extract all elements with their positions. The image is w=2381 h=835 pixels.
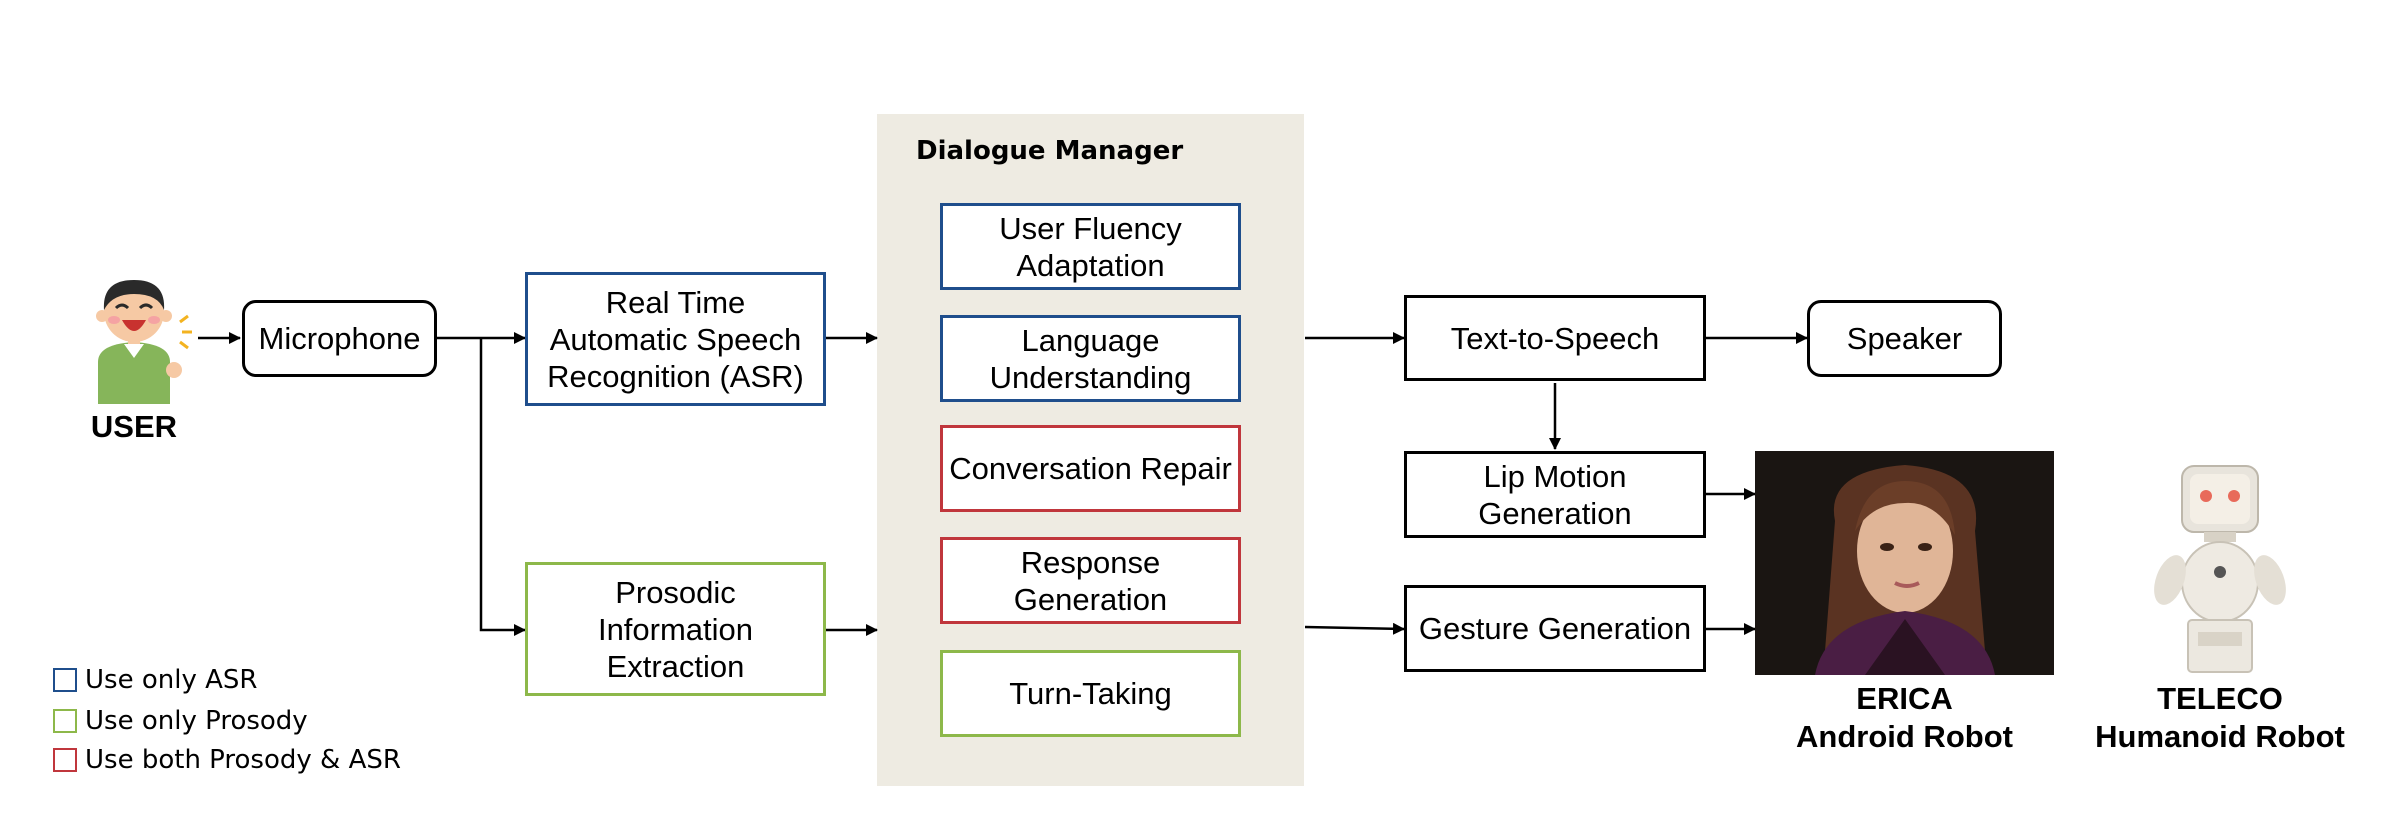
module-label: Response Generation: [1013, 544, 1168, 617]
module-label: Turn-Taking: [1009, 676, 1172, 711]
module-user-fluency-adaptation: User Fluency Adaptation: [940, 203, 1241, 290]
asr-box: Real Time Automatic Speech Recognition (…: [525, 272, 826, 406]
module-conversation-repair: Conversation Repair: [940, 425, 1241, 512]
legend-item-asr: Use only ASR: [53, 665, 257, 695]
legend-swatch-prosody: [53, 709, 77, 733]
erica-robot-photo: [1755, 451, 2054, 675]
arrow-dm-to-gesture: [1304, 622, 1405, 635]
legend-item-both: Use both Prosody & ASR: [53, 745, 401, 775]
speaker-label: Speaker: [1846, 321, 1963, 356]
legend-swatch-asr: [53, 668, 77, 692]
gesture-label: Gesture Generation: [1418, 611, 1692, 646]
module-response-generation: Response Generation: [940, 537, 1241, 624]
speaker-box: Speaker: [1807, 300, 2002, 377]
arrow-microphone-to-prosodic: [479, 338, 526, 636]
teleco-robot-image: [2154, 465, 2286, 673]
tts-box: Text-to-Speech: [1404, 295, 1706, 381]
legend-label: Use only Prosody: [85, 706, 308, 736]
lip-motion-label: Lip Motion Generation: [1478, 458, 1632, 531]
legend-label: Use both Prosody & ASR: [85, 745, 401, 775]
lip-motion-box: Lip Motion Generation: [1404, 451, 1706, 538]
module-label: Language Understanding: [989, 322, 1192, 395]
asr-label: Real Time Automatic Speech Recognition (…: [547, 284, 804, 394]
teleco-label: TELECO Humanoid Robot: [2095, 681, 2345, 754]
gesture-box: Gesture Generation: [1404, 585, 1706, 672]
tts-label: Text-to-Speech: [1450, 320, 1660, 356]
erica-label: ERICA Android Robot: [1796, 681, 2013, 754]
legend-swatch-both: [53, 748, 77, 772]
microphone-box: Microphone: [242, 300, 437, 377]
prosodic-box: Prosodic Information Extraction: [525, 562, 826, 696]
user-illustration: [96, 280, 192, 404]
module-turn-taking: Turn-Taking: [940, 650, 1241, 737]
module-label: Conversation Repair: [949, 451, 1232, 486]
prosodic-label: Prosodic Information Extraction: [597, 574, 754, 684]
legend-item-prosody: Use only Prosody: [53, 706, 308, 736]
user-label: USER: [90, 409, 178, 444]
microphone-label: Microphone: [258, 321, 421, 356]
legend-label: Use only ASR: [85, 665, 258, 695]
module-language-understanding: Language Understanding: [940, 315, 1241, 402]
module-label: User Fluency Adaptation: [999, 210, 1182, 283]
dialogue-manager-title: Dialogue Manager: [916, 136, 1184, 166]
